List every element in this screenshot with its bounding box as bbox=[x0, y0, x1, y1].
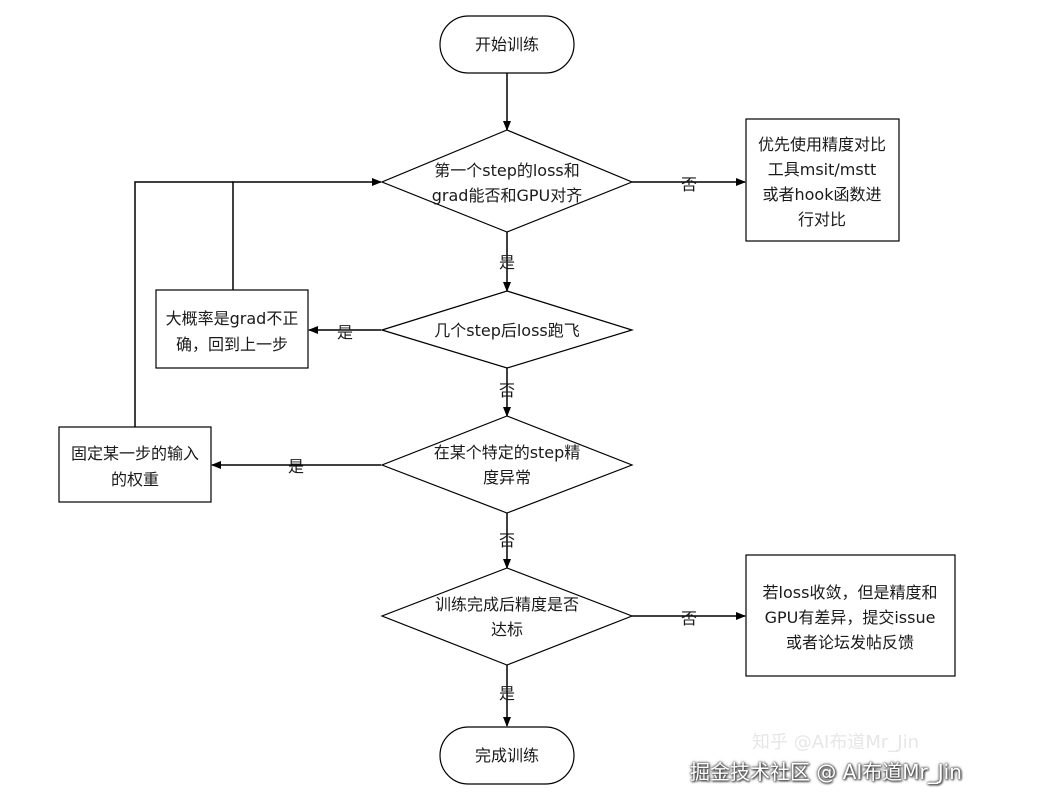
process-l2 bbox=[155, 289, 309, 369]
process-l2-line-2: 确，回到上一步 bbox=[176, 335, 288, 354]
process-r1-line-2: 工具msit/mstt bbox=[768, 160, 877, 179]
process-l3-line-1: 固定某一步的输入 bbox=[71, 444, 199, 463]
edge-label-d4-no: 否 bbox=[681, 609, 697, 628]
watermark: 掘金技术社区 @ AI布道Mr_Jin bbox=[690, 756, 962, 785]
process-l3 bbox=[58, 426, 212, 503]
decision-4-line-2: 达标 bbox=[491, 620, 523, 639]
decision-3-line-2: 度异常 bbox=[483, 468, 531, 487]
end-terminal bbox=[439, 726, 575, 785]
process-r1-line-3: 或者hook函数进 bbox=[763, 185, 882, 204]
decision-1-line-1: 第一个step的loss和 bbox=[434, 161, 580, 180]
decision-2-line-1: 几个step后loss跑飞 bbox=[434, 321, 580, 340]
process-l3-line-2: 的权重 bbox=[111, 470, 159, 489]
end-label: 完成训练 bbox=[475, 746, 539, 765]
start-terminal bbox=[439, 15, 575, 74]
edge-l3-to-d1 bbox=[134, 181, 233, 427]
process-r4 bbox=[745, 554, 956, 677]
watermark-text: 掘金技术社区 @ AI布道Mr_Jin bbox=[690, 760, 962, 784]
node-texts: 开始训练 第一个step的loss和 grad能否和GPU对齐 优先使用精度对比… bbox=[71, 35, 937, 765]
edge-label-d2-yes: 是 bbox=[337, 323, 353, 342]
process-r4-line-3: 或者论坛发帖反馈 bbox=[786, 633, 914, 652]
nodes bbox=[58, 15, 956, 785]
start-label: 开始训练 bbox=[475, 35, 539, 54]
edge-label-d3-no: 否 bbox=[499, 531, 515, 550]
decision-3 bbox=[380, 415, 634, 514]
decision-1-line-2: grad能否和GPU对齐 bbox=[432, 186, 582, 205]
decision-3-line-1: 在某个特定的step精 bbox=[434, 443, 581, 462]
edge-label-d2-no: 否 bbox=[499, 381, 515, 400]
decision-4 bbox=[380, 567, 634, 666]
edges bbox=[134, 73, 746, 727]
edge-label-d1-no: 否 bbox=[681, 175, 697, 194]
process-r4-line-1: 若loss收敛，但是精度和 bbox=[763, 583, 938, 602]
decision-1 bbox=[380, 129, 634, 233]
process-l2-line-1: 大概率是grad不正 bbox=[166, 309, 299, 328]
edge-label-d1-yes: 是 bbox=[499, 253, 515, 272]
decision-4-line-1: 训练完成后精度是否 bbox=[435, 595, 579, 614]
process-r4-line-2: GPU有差异，提交issue bbox=[765, 608, 936, 627]
process-r1-line-1: 优先使用精度对比 bbox=[758, 135, 886, 154]
watermark-faded: 知乎 @AI布道Mr_Jin bbox=[752, 732, 919, 753]
process-r1-line-4: 行对比 bbox=[798, 210, 846, 229]
decision-2 bbox=[379, 290, 635, 369]
edge-labels: 否 是 是 否 是 否 否 是 bbox=[288, 175, 697, 703]
edge-label-d3-yes: 是 bbox=[288, 457, 304, 476]
edge-l2-to-d1 bbox=[232, 178, 382, 290]
edge-label-d4-yes: 是 bbox=[499, 684, 515, 703]
process-r1 bbox=[745, 118, 900, 242]
